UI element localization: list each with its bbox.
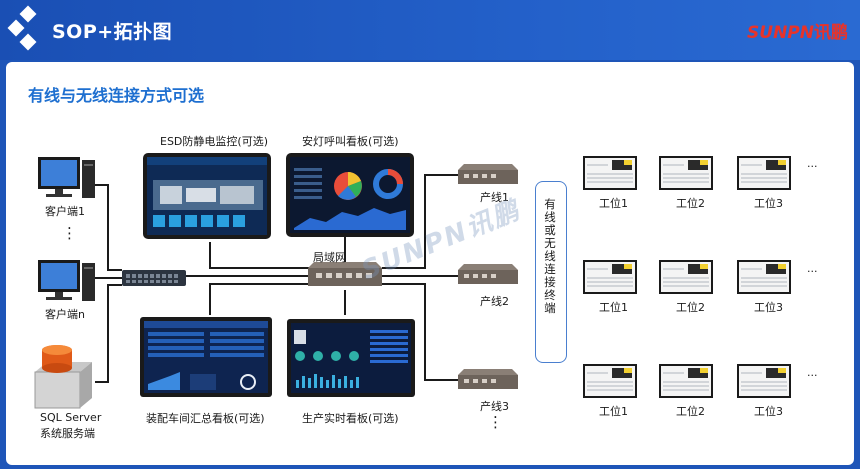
esd-board-label: ESD防静电监控(可选) (160, 135, 268, 148)
andon-board-label: 安灯呼叫看板(可选) (302, 135, 399, 148)
terminal-box-label: 有线或无线连接终端 (544, 197, 556, 315)
station-ellipsis: ··· (807, 369, 818, 382)
assembly-board-label: 装配车间汇总看板(可选) (146, 412, 265, 425)
station-label: 工位3 (754, 301, 783, 314)
lan-router-icon (308, 262, 382, 286)
section-subtitle: 有线与无线连接方式可选 (28, 86, 205, 105)
clientn-pc-icon (38, 260, 95, 301)
station-label: 工位2 (676, 197, 705, 210)
line3-router-icon (458, 369, 518, 389)
station-screen-icon (658, 259, 714, 295)
line-ellipsis: ⋮ (488, 413, 503, 431)
station-label: 工位2 (676, 301, 705, 314)
station-label: 工位3 (754, 405, 783, 418)
station-label: 工位3 (754, 197, 783, 210)
station-label: 工位1 (599, 405, 628, 418)
connection-lines (95, 174, 458, 383)
line3-label: 产线3 (480, 400, 509, 413)
station-screen-icon (582, 259, 638, 295)
network-switch-icon (122, 270, 186, 286)
brand-logo: SUNPN讯鹏 (747, 18, 848, 43)
lan-label: 局域网 (313, 251, 346, 264)
station-screen-icon (582, 363, 638, 399)
station-label: 工位1 (599, 301, 628, 314)
station-screen-icon (658, 155, 714, 191)
client1-pc-icon (38, 157, 95, 198)
clientn-label: 客户端n (45, 308, 85, 321)
production-board-label: 生产实时看板(可选) (302, 412, 399, 425)
station-screens (582, 155, 792, 399)
station-screen-icon (736, 259, 792, 295)
station-screen-icon (736, 363, 792, 399)
line2-label: 产线2 (480, 295, 509, 308)
terminal-box (535, 181, 567, 363)
station-ellipsis: ··· (807, 265, 818, 278)
server-label-line2: 系统服务端 (40, 427, 95, 440)
brand-name-en: SUNPN (747, 23, 814, 43)
client1-label: 客户端1 (45, 205, 85, 218)
client-ellipsis: ⋮ (62, 224, 77, 242)
station-screen-icon (658, 363, 714, 399)
database-server-icon (34, 345, 92, 409)
production-board-screen (287, 319, 415, 397)
assembly-board-screen (140, 317, 272, 397)
station-ellipsis: ··· (807, 160, 818, 173)
station-screen-icon (583, 156, 637, 190)
station-screen-icon (736, 155, 792, 191)
andon-board-screen (286, 153, 414, 237)
brand-name-cn: 讯鹏 (814, 23, 848, 43)
header-bar: SOP+拓扑图 SUNPN讯鹏 (0, 0, 860, 60)
line2-router-icon (458, 264, 518, 284)
page-title: SOP+拓扑图 (52, 21, 173, 43)
line1-label: 产线1 (480, 191, 509, 204)
station-label: 工位2 (676, 405, 705, 418)
station-label: 工位1 (599, 197, 628, 210)
esd-monitor-screen (143, 153, 271, 239)
server-label-line1: SQL Server (40, 411, 102, 424)
line1-router-icon (458, 164, 518, 184)
